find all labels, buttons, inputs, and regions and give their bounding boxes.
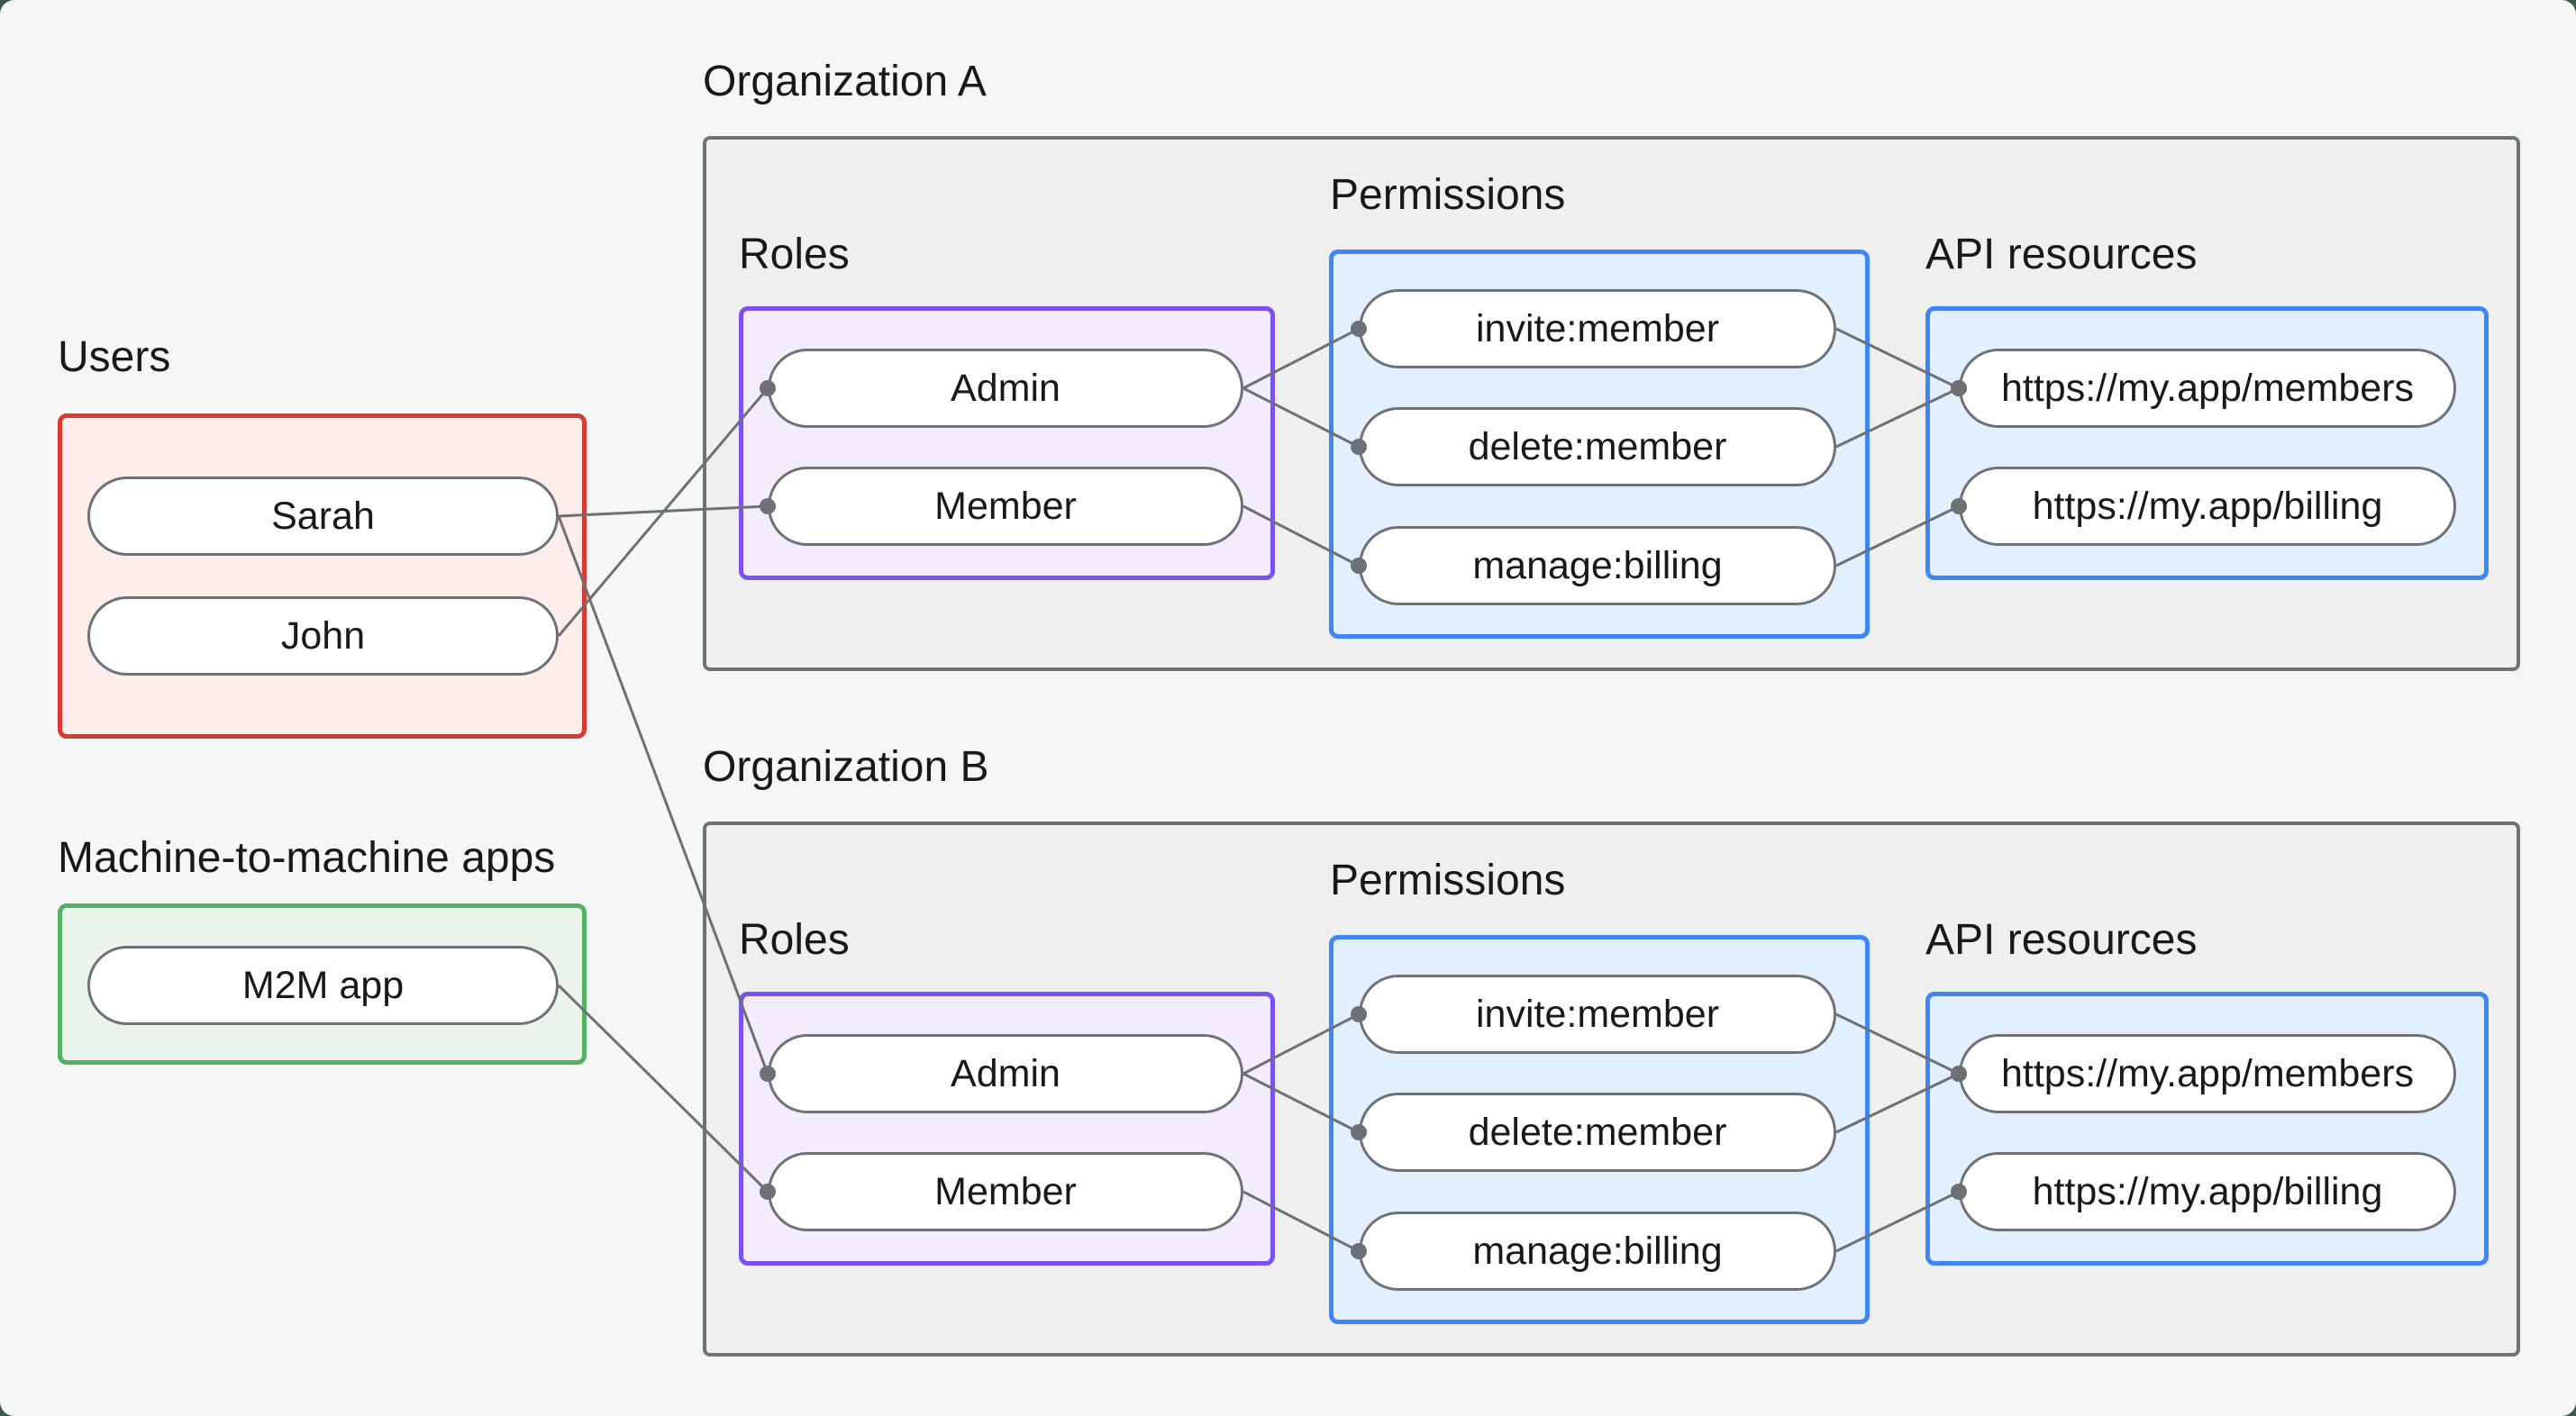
org-a-permission-delete-member: delete:member xyxy=(1359,407,1836,486)
org-b-permission-manage-billing: manage:billing xyxy=(1359,1212,1836,1291)
org-a-resource-members: https://my.app/members xyxy=(1959,349,2456,428)
m2m-app-node: M2M app xyxy=(87,946,559,1025)
user-node-john: John xyxy=(87,596,559,676)
org-b-permission-invite-member: invite:member xyxy=(1359,975,1836,1054)
org-a-label: Organization A xyxy=(703,58,987,105)
org-b-resource-billing: https://my.app/billing xyxy=(1959,1152,2456,1231)
org-a-api-resources-label: API resources xyxy=(1925,231,2198,278)
org-a-role-member: Member xyxy=(768,467,1243,546)
org-a-permission-manage-billing: manage:billing xyxy=(1359,526,1836,605)
org-a-resource-billing: https://my.app/billing xyxy=(1959,467,2456,546)
org-a-role-admin: Admin xyxy=(768,349,1243,428)
org-b-permission-delete-member: delete:member xyxy=(1359,1093,1836,1172)
users-group-label: Users xyxy=(58,333,171,381)
org-a-permission-invite-member: invite:member xyxy=(1359,289,1836,368)
org-b-roles-label: Roles xyxy=(739,916,850,964)
org-a-permissions-label: Permissions xyxy=(1330,171,1566,219)
org-a-roles-label: Roles xyxy=(739,231,850,278)
user-node-sarah: Sarah xyxy=(87,477,559,556)
org-b-role-member: Member xyxy=(768,1152,1243,1231)
org-b-api-resources-label: API resources xyxy=(1925,916,2198,964)
org-b-label: Organization B xyxy=(703,743,989,791)
org-b-permissions-label: Permissions xyxy=(1330,857,1566,904)
org-b-role-admin: Admin xyxy=(768,1034,1243,1113)
m2m-group-label: Machine-to-machine apps xyxy=(58,834,556,882)
users-group-box xyxy=(58,413,587,739)
org-b-resource-members: https://my.app/members xyxy=(1959,1034,2456,1113)
